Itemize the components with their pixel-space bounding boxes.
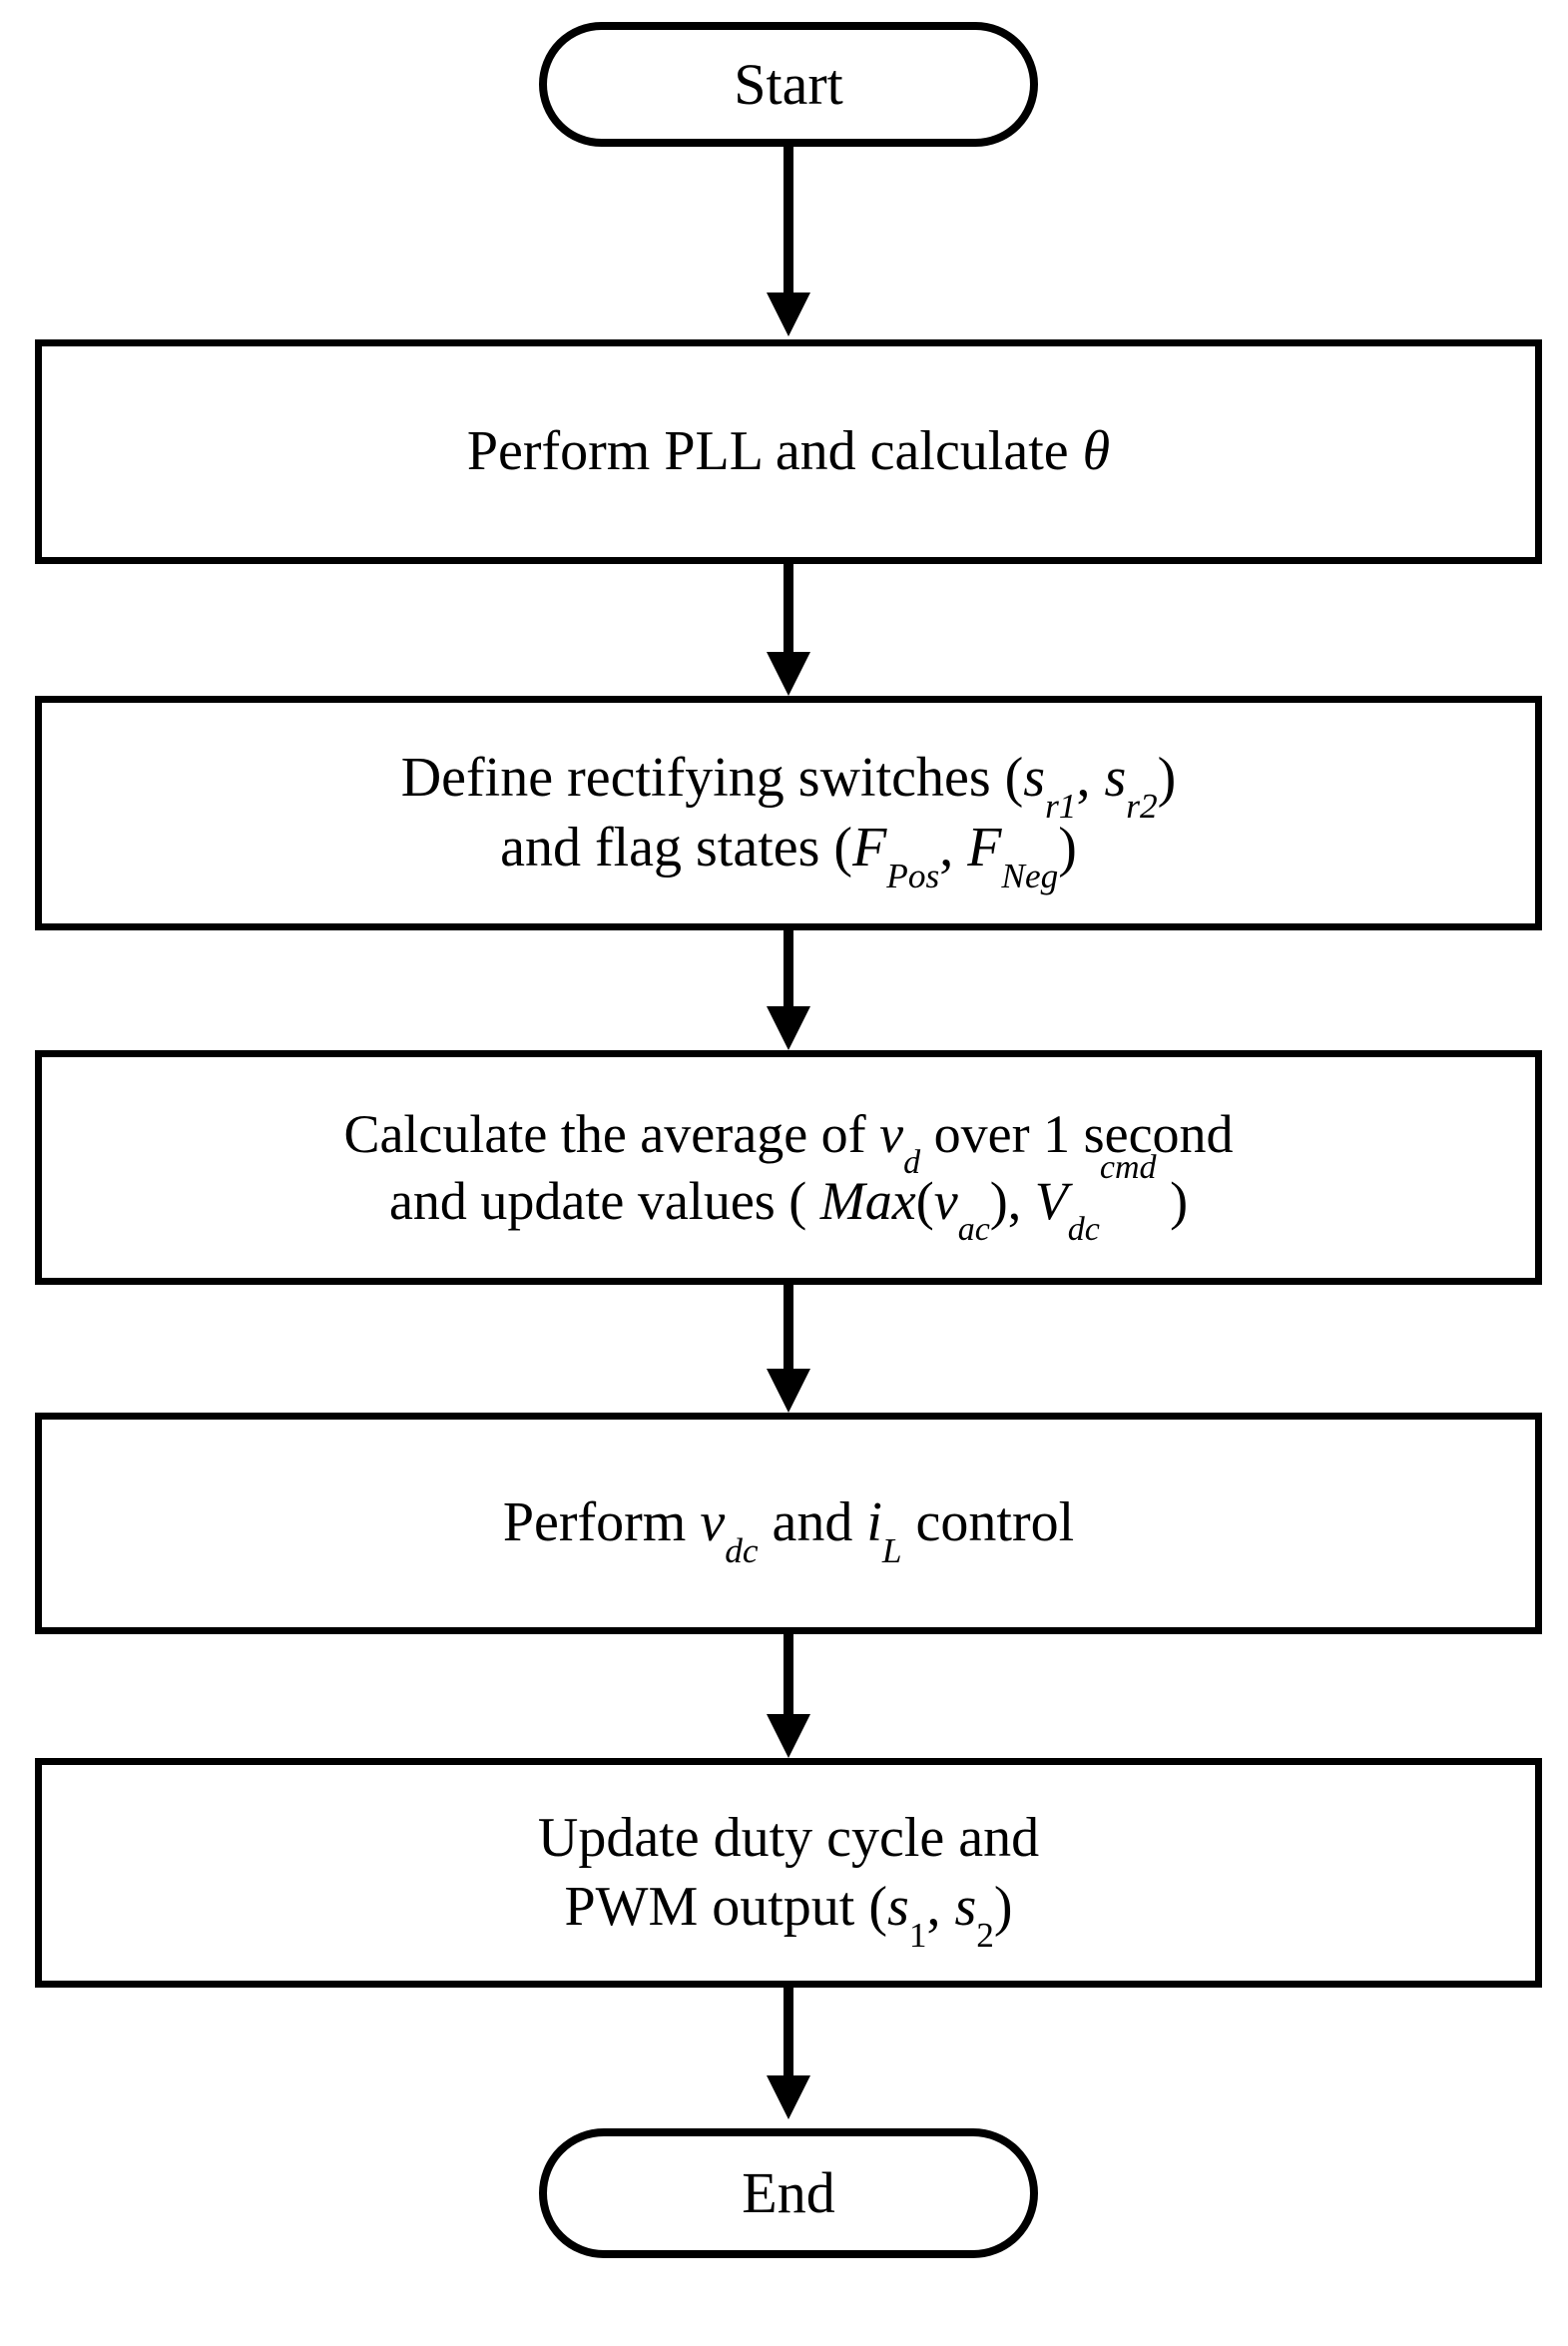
node-vdc-il-control-label: Perform vdc and iL control — [502, 1489, 1075, 1568]
pll-text-prefix: Perform PLL and calculate — [466, 419, 1083, 482]
node-vdc-il-control[interactable]: Perform vdc and iL control — [35, 1413, 1542, 1634]
v-dc-cmd-superscript: cmd — [1099, 1149, 1157, 1187]
max-operator: Max — [819, 1170, 916, 1231]
s2-subscript: 2 — [976, 1916, 994, 1956]
f-neg-subscript: Neg — [1001, 856, 1059, 895]
node-start-label: Start — [734, 51, 843, 117]
avg-line2-suffix: ) — [1156, 1170, 1189, 1231]
v-d-symbol: v — [879, 1103, 904, 1164]
define-line2-prefix: and flag states ( — [500, 816, 853, 879]
v-ac-symbol: v — [933, 1170, 958, 1231]
ctrl-prefix: Perform — [502, 1491, 701, 1554]
s-r1-subscript: r1 — [1045, 787, 1077, 827]
v-dc-cmd-subscript: dc — [1067, 1210, 1100, 1248]
theta-symbol: θ — [1082, 419, 1111, 482]
define-line2-mid: , — [939, 816, 968, 879]
node-perform-pll-label: Perform PLL and calculate θ — [467, 418, 1110, 485]
node-start[interactable]: Start — [539, 22, 1038, 147]
v-dc-subscript: dc — [725, 1531, 759, 1571]
node-calculate-average-label: Calculate the average of vd over 1 secon… — [343, 1102, 1234, 1247]
s1-subscript: 1 — [908, 1916, 927, 1956]
v-d-subscript: d — [903, 1144, 921, 1182]
s-r2-subscript: r2 — [1126, 787, 1158, 827]
f-pos-subscript: Pos — [886, 856, 940, 895]
define-line2-suffix: ) — [1058, 816, 1077, 879]
avg-line1-suffix: over 1 second — [920, 1103, 1234, 1164]
s-r2-symbol: s — [1104, 747, 1127, 810]
v-dc-symbol: v — [700, 1491, 726, 1554]
duty-line2-mid: , — [926, 1876, 955, 1938]
node-define-switches-label: Define rectifying switches (sr1, sr2) an… — [400, 745, 1177, 892]
define-line1-prefix: Define rectifying switches ( — [400, 747, 1024, 810]
node-define-switches[interactable]: Define rectifying switches (sr1, sr2) an… — [35, 696, 1542, 930]
avg-line2-mid: ), — [989, 1170, 1035, 1231]
define-line1-suffix: ) — [1157, 747, 1177, 810]
node-end-label: End — [742, 2160, 835, 2226]
v-ac-subscript: ac — [957, 1210, 990, 1248]
f-neg-symbol: F — [967, 816, 1002, 879]
define-line1-mid: , — [1076, 747, 1105, 810]
avg-line1-prefix: Calculate the average of — [343, 1103, 880, 1164]
duty-line2-prefix: PWM output ( — [564, 1876, 888, 1938]
avg-line2-open-paren: ( — [915, 1170, 934, 1231]
s2-symbol: s — [954, 1876, 977, 1938]
i-l-subscript: L — [881, 1531, 902, 1571]
node-update-duty-pwm[interactable]: Update duty cycle and PWM output (s1, s2… — [35, 1758, 1542, 1988]
ctrl-suffix: control — [901, 1491, 1075, 1554]
avg-line2-prefix: and update values ( — [388, 1170, 820, 1231]
i-l-symbol: i — [866, 1491, 882, 1554]
s-r1-symbol: s — [1023, 747, 1046, 810]
s1-symbol: s — [887, 1876, 909, 1938]
node-end[interactable]: End — [539, 2128, 1038, 2258]
duty-line1: Update duty cycle and — [537, 1806, 1040, 1869]
duty-line2-suffix: ) — [993, 1876, 1013, 1938]
node-perform-pll[interactable]: Perform PLL and calculate θ — [35, 339, 1542, 564]
node-update-duty-pwm-label: Update duty cycle and PWM output (s1, s2… — [537, 1805, 1040, 1953]
f-pos-symbol: F — [852, 816, 887, 879]
node-calculate-average[interactable]: Calculate the average of vd over 1 secon… — [35, 1050, 1542, 1285]
v-dc-cmd-symbol: V — [1034, 1170, 1068, 1231]
ctrl-mid: and — [758, 1491, 867, 1554]
